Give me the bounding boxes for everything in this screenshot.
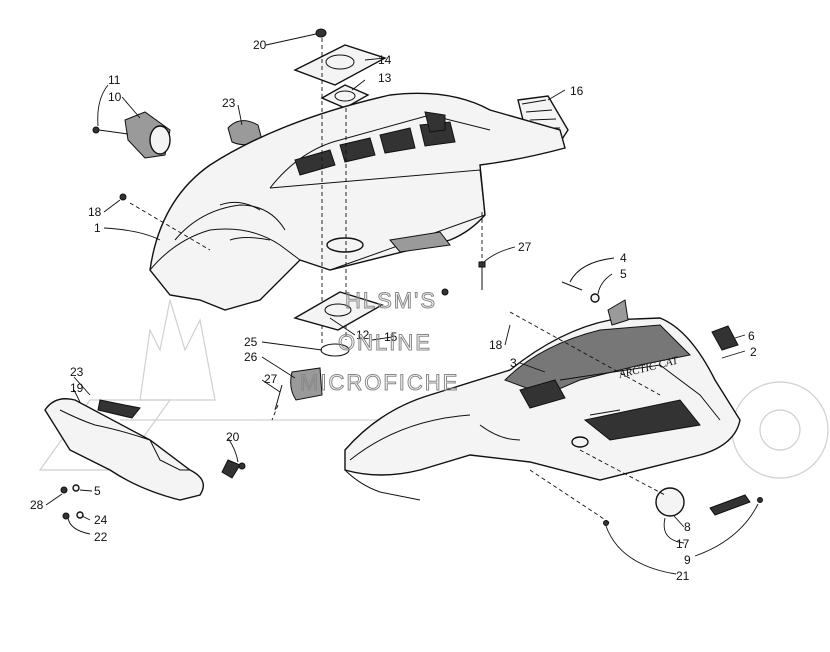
callout-28: 28 <box>30 498 44 512</box>
callout-23-top: 23 <box>222 96 236 110</box>
callout-18-left: 18 <box>88 205 102 219</box>
bolt-4 <box>561 281 629 326</box>
cover-17 <box>655 487 685 517</box>
headlight-parts-25-26 <box>271 343 350 421</box>
callout-3: 3 <box>510 356 517 370</box>
watermark-line-3: MICROFICHE <box>300 370 459 395</box>
callout-6: 6 <box>748 329 755 343</box>
callout-20: 20 <box>253 38 267 52</box>
callout-2: 2 <box>750 345 757 359</box>
gasket-13 <box>320 84 370 109</box>
callout-18-mid: 18 <box>489 338 503 352</box>
callout-25: 25 <box>244 335 258 349</box>
fasteners-lower-left <box>60 484 84 520</box>
callout-5-right: 5 <box>620 267 627 281</box>
grommet-20-top <box>315 28 327 38</box>
callout-12: 12 <box>356 328 370 342</box>
callout-1: 1 <box>94 221 101 235</box>
callout-24: 24 <box>94 513 108 527</box>
watermark-line-2: ONLINE <box>338 330 432 355</box>
watermark: HLSM'S ONLINE MICROFICHE <box>300 288 459 396</box>
callout-15: 15 <box>384 330 398 344</box>
leader-lines <box>45 33 759 575</box>
callout-10: 10 <box>108 90 122 104</box>
callout-16: 16 <box>570 84 584 98</box>
callout-27-left: 27 <box>264 372 278 386</box>
hood-1 <box>119 92 566 311</box>
light-socket-10 <box>92 111 171 159</box>
assembly-lines-bottom <box>509 311 666 524</box>
callout-13: 13 <box>378 71 392 85</box>
callout-labels: 20 14 13 11 10 16 23 18 1 27 4 5 18 12 1… <box>30 38 757 583</box>
screw-27-right <box>478 261 486 290</box>
plate-14 <box>293 44 387 86</box>
plate-12 <box>293 288 449 331</box>
callout-8: 8 <box>684 520 691 534</box>
watermark-line-1: HLSM'S <box>345 288 437 313</box>
callout-19: 19 <box>70 381 84 395</box>
callout-5-left: 5 <box>94 484 101 498</box>
callout-27-right: 27 <box>518 240 532 254</box>
block-6 <box>711 325 739 351</box>
callout-4: 4 <box>620 251 627 265</box>
callout-20-bottom: 20 <box>226 430 240 444</box>
callout-26: 26 <box>244 350 258 364</box>
callout-22: 22 <box>94 530 108 544</box>
callout-17: 17 <box>676 537 690 551</box>
assembly-lines-top <box>129 38 483 345</box>
callout-11: 11 <box>108 73 121 87</box>
callout-9: 9 <box>684 553 691 567</box>
cowl-19 <box>44 398 246 501</box>
callout-21: 21 <box>676 569 690 583</box>
callout-14: 14 <box>378 53 392 67</box>
callout-23-bottom: 23 <box>70 365 84 379</box>
